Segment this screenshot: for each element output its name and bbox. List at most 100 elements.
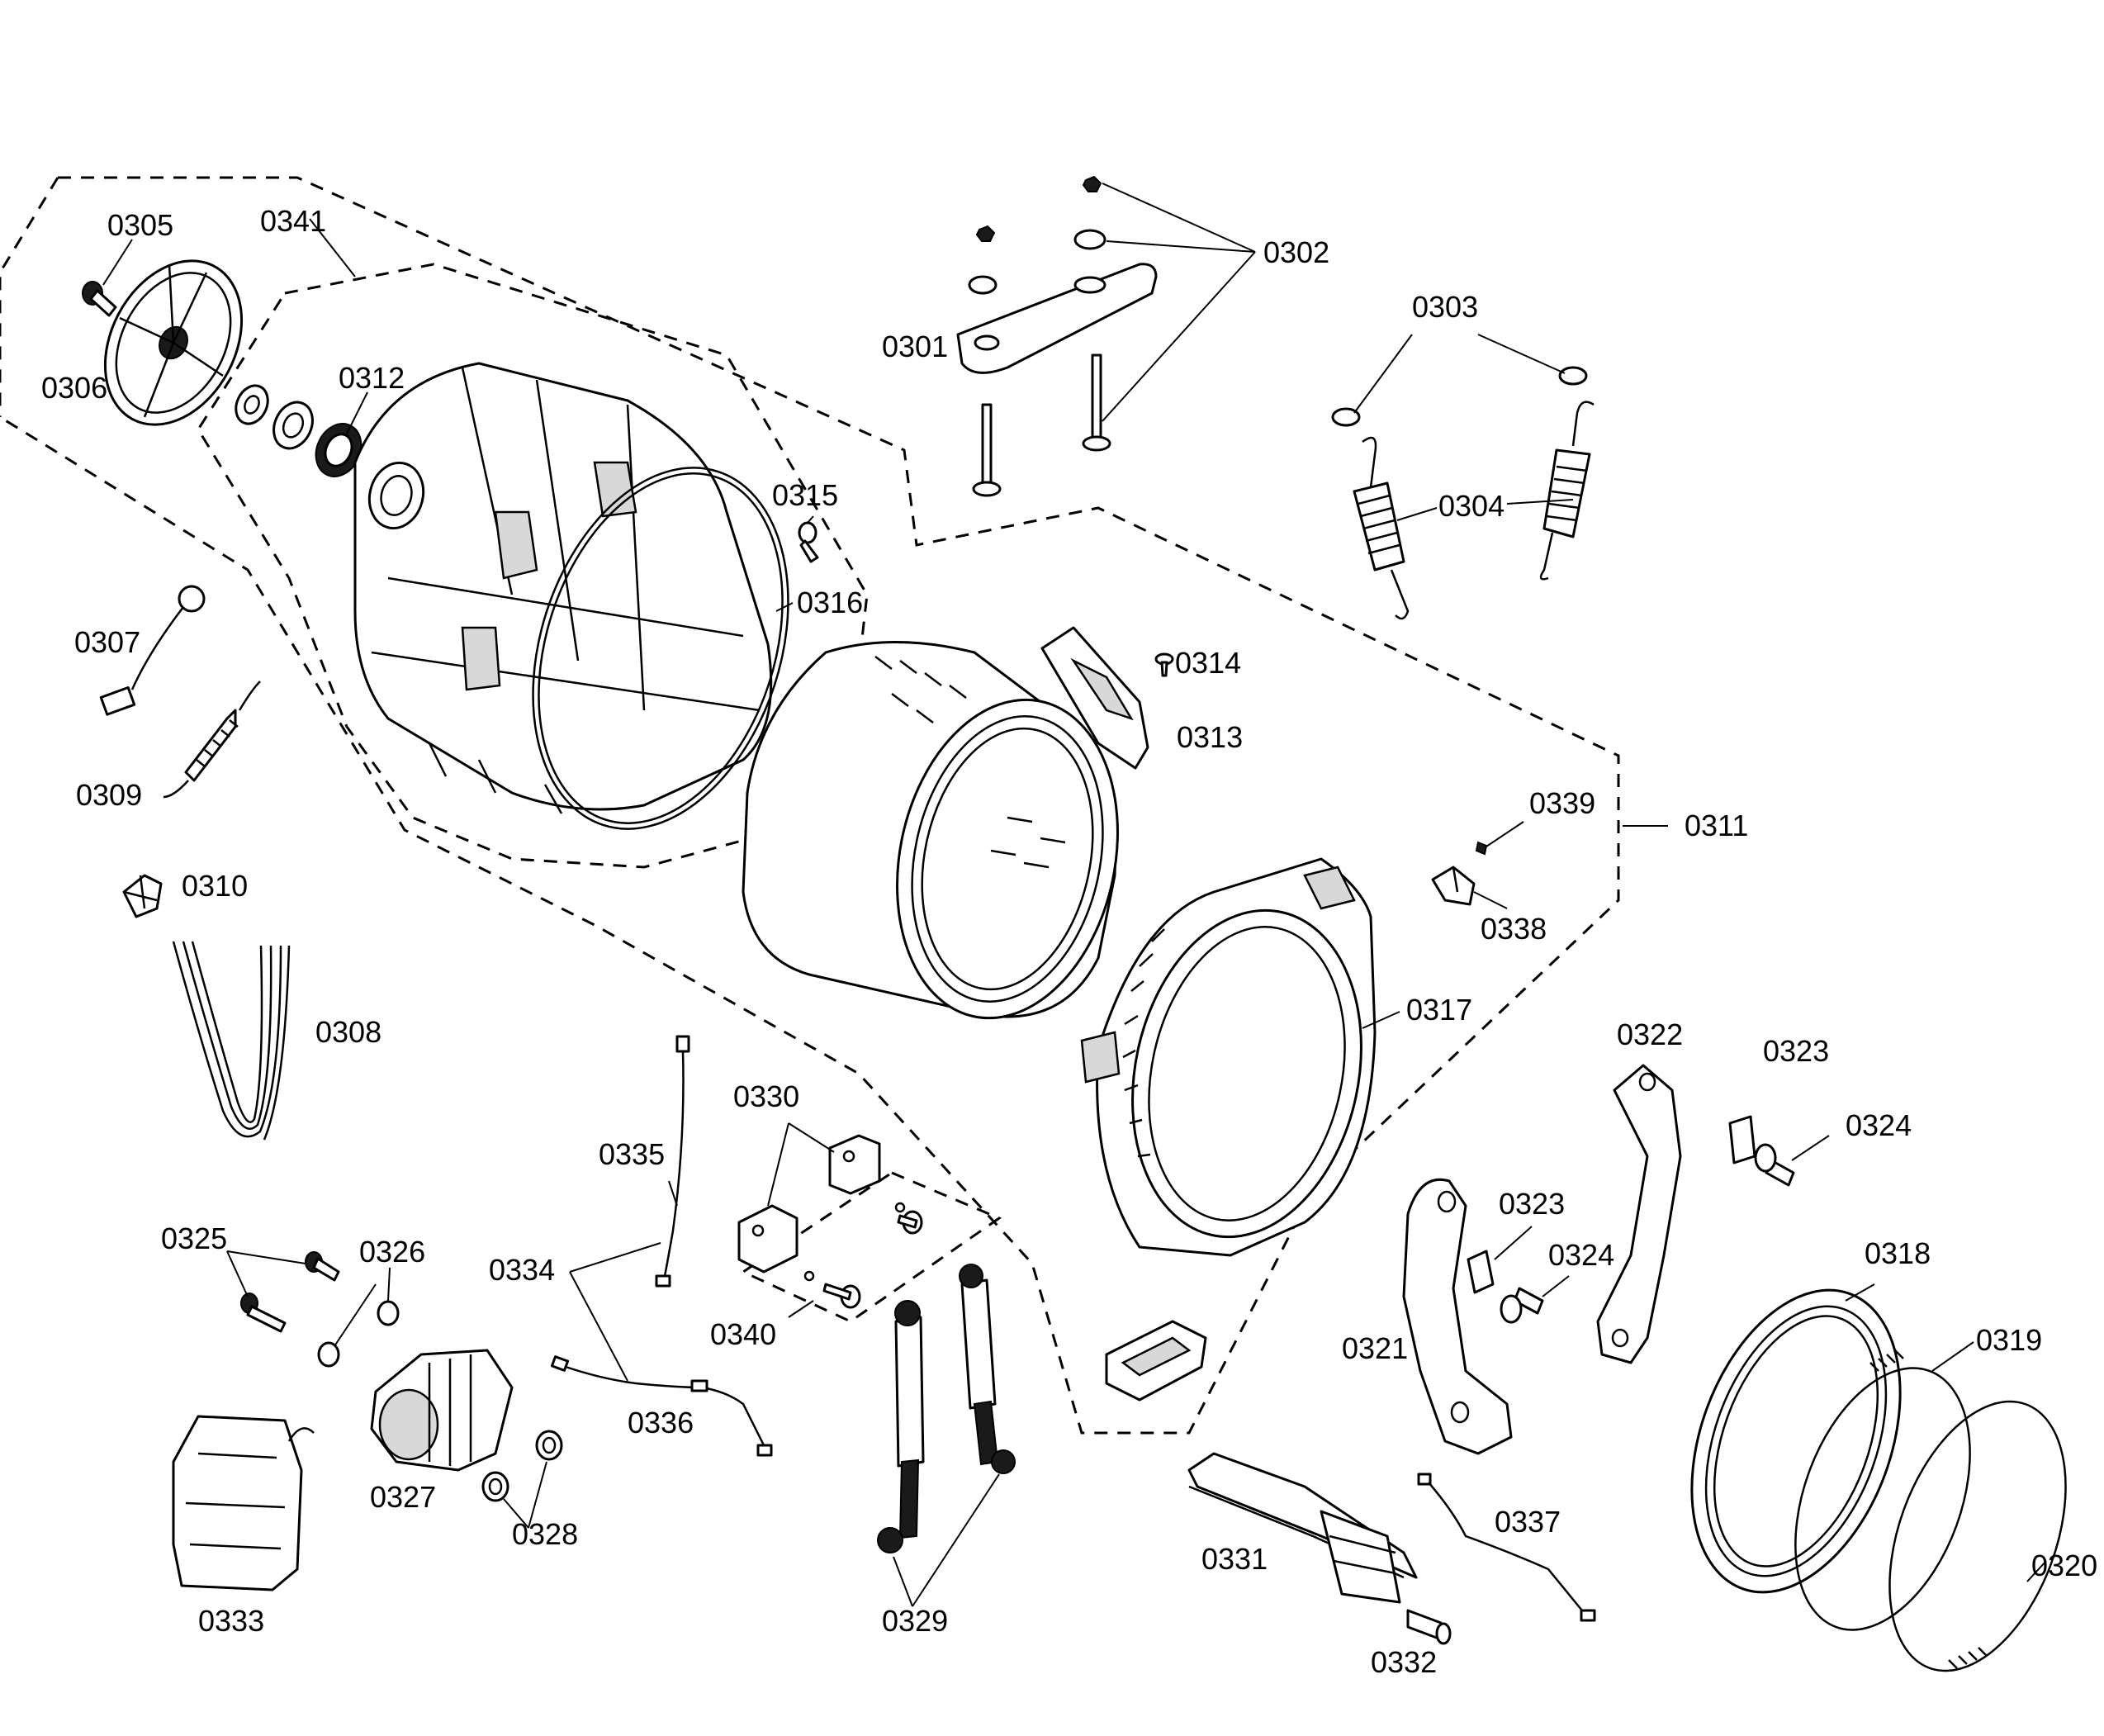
screws-0325 <box>240 1251 340 1333</box>
label-0305: 0305 <box>107 208 173 242</box>
label-0303: 0303 <box>1412 290 1478 324</box>
label-0330: 0330 <box>733 1079 799 1113</box>
label-0324-a: 0324 <box>1548 1238 1614 1272</box>
label-0335: 0335 <box>599 1137 665 1171</box>
label-0304: 0304 <box>1438 489 1505 523</box>
leader-0302-a <box>1102 183 1256 253</box>
label-0340: 0340 <box>710 1317 776 1351</box>
leader-0302-b <box>1106 240 1256 253</box>
label-0338: 0338 <box>1481 912 1547 946</box>
label-0314: 0314 <box>1175 646 1241 680</box>
seal-0319 <box>1794 1349 1971 1631</box>
gasket-0316 <box>532 467 789 830</box>
label-0316: 0316 <box>797 586 863 619</box>
label-0329: 0329 <box>882 1604 948 1638</box>
spring-0309 <box>163 681 261 799</box>
wire-0336 <box>550 1355 773 1457</box>
label-0334: 0334 <box>489 1253 555 1287</box>
leader-0325-a <box>226 1250 306 1264</box>
front-bracket <box>1105 1320 1207 1402</box>
leader-0328 <box>503 1461 547 1529</box>
shock-absorber-0329-left <box>877 1300 925 1553</box>
leader-0329-b <box>912 1473 1000 1607</box>
sensor-0332 <box>1406 1609 1452 1645</box>
wire-0335 <box>655 1035 690 1288</box>
plate-0323-a <box>1467 1250 1495 1294</box>
leader-0318 <box>1845 1283 1875 1302</box>
leader-0326-b <box>334 1283 377 1347</box>
leader-0329-a <box>893 1556 913 1607</box>
front-tub-0317 <box>1080 857 1377 1257</box>
label-0323-b: 0323 <box>1763 1034 1829 1068</box>
label-0307: 0307 <box>74 625 140 659</box>
label-0337: 0337 <box>1495 1505 1561 1539</box>
label-0333: 0333 <box>198 1604 264 1638</box>
leader-0341 <box>309 218 356 277</box>
hook-0338 <box>1431 866 1476 906</box>
leader-0303-a <box>1353 334 1413 414</box>
leader-0316 <box>775 602 794 612</box>
leader-0334-a <box>569 1242 661 1273</box>
heater-0331 <box>1187 1452 1418 1604</box>
leader-0340 <box>788 1300 814 1318</box>
leader-0304-a <box>1396 507 1438 521</box>
screw-0315 <box>798 521 819 563</box>
label-0313: 0313 <box>1177 720 1243 754</box>
screws-0340 <box>803 1202 923 1309</box>
label-0341: 0341 <box>260 204 326 238</box>
label-0323-a: 0323 <box>1499 1187 1565 1221</box>
label-0325: 0325 <box>161 1221 227 1255</box>
label-0301: 0301 <box>882 330 948 363</box>
plate-0323-b <box>1728 1115 1756 1164</box>
label-0310: 0310 <box>182 869 248 903</box>
label-0317: 0317 <box>1406 993 1472 1027</box>
seal-0312 <box>315 423 363 477</box>
label-0339: 0339 <box>1529 786 1595 820</box>
door-ring-0318 <box>1690 1288 1902 1594</box>
group-outline-0341-inner <box>197 263 869 869</box>
clip-0310 <box>122 874 163 918</box>
knob-0324-a <box>1500 1287 1544 1324</box>
leader-0312 <box>346 391 368 434</box>
counterweight-bracket-0301 <box>956 263 1158 374</box>
label-0319: 0319 <box>1976 1323 2042 1357</box>
rear-tub-0341 <box>353 362 773 814</box>
bearing-0312-a <box>235 384 269 425</box>
bearing-0312-b <box>272 401 314 450</box>
knob-0324-b <box>1754 1143 1795 1187</box>
leader-0330-b <box>788 1122 835 1153</box>
leader-0330-a <box>767 1122 789 1207</box>
label-0322: 0322 <box>1617 1017 1683 1051</box>
label-0315: 0315 <box>772 478 838 512</box>
leader-0324-a <box>1542 1275 1570 1297</box>
spring-0304-right <box>1539 401 1595 581</box>
leader-0302-c <box>1102 251 1256 422</box>
label-0331: 0331 <box>1201 1542 1268 1576</box>
label-0312: 0312 <box>339 361 405 395</box>
leader-0304-b <box>1506 499 1574 505</box>
bolts-nuts-washers-0302 <box>968 175 1111 497</box>
motor-0327 <box>370 1349 514 1472</box>
leader-0339 <box>1486 821 1524 847</box>
label-0306: 0306 <box>41 371 107 405</box>
leader-0320 <box>2026 1560 2047 1582</box>
leader-0324-b <box>1791 1135 1830 1161</box>
label-0311: 0311 <box>1685 809 1748 842</box>
hinge-0322 <box>1596 1064 1682 1364</box>
washer-0303-right <box>1558 366 1588 386</box>
caps-0328 <box>481 1430 563 1502</box>
leader-0319 <box>1931 1341 1974 1372</box>
leader-0303-b <box>1477 334 1566 374</box>
hinge-0321 <box>1402 1179 1513 1455</box>
leader-0317 <box>1362 1011 1400 1029</box>
control-module-0333 <box>172 1415 315 1591</box>
screw-0305 <box>82 281 117 317</box>
label-0302: 0302 <box>1263 235 1329 269</box>
leader-0338 <box>1473 891 1508 909</box>
wire-0337 <box>1417 1473 1596 1622</box>
sensor-ring-0307 <box>99 585 206 716</box>
spring-0304-left <box>1353 436 1410 620</box>
door-glass-0320 <box>1888 1400 2067 1672</box>
blocks-0330 <box>737 1134 881 1274</box>
